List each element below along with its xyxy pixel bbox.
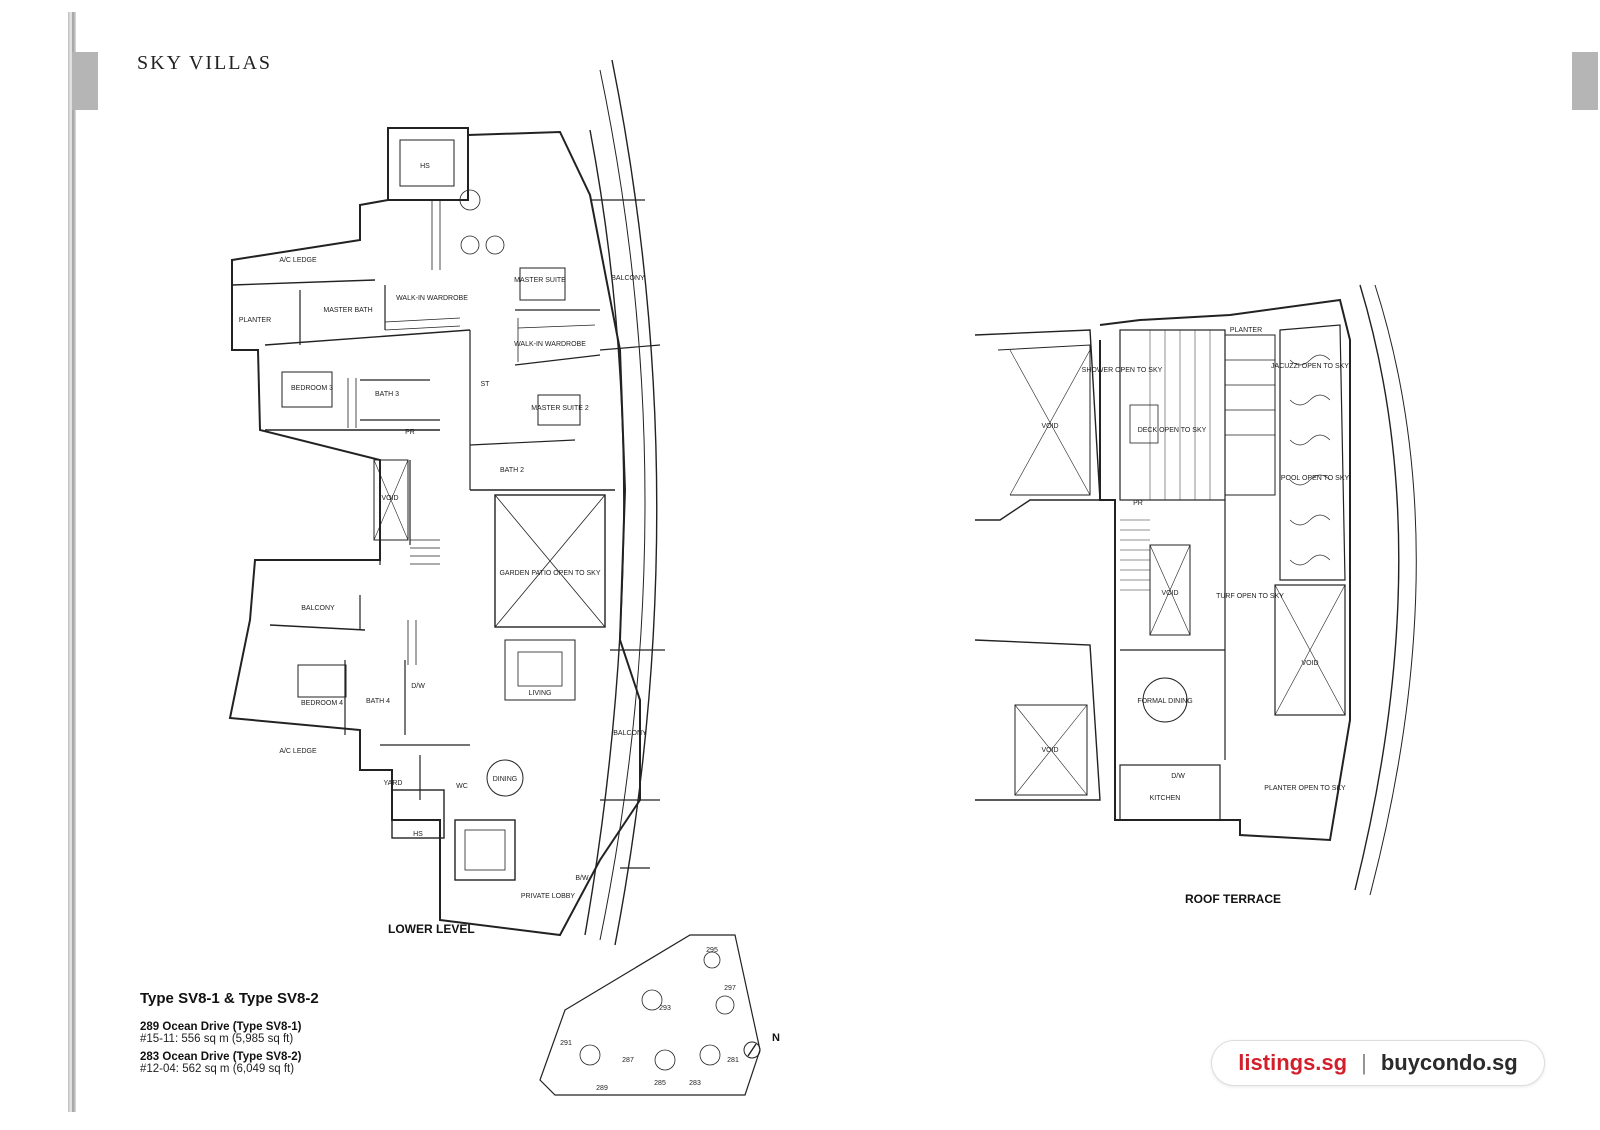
caption-roof-terrace: ROOF TERRACE <box>1185 892 1281 906</box>
label-hs: HS <box>420 163 430 170</box>
label-bedroom-4: BEDROOM 4 <box>301 700 343 707</box>
watermark-separator: | <box>1361 1050 1367 1075</box>
label-bath-3: BATH 3 <box>375 391 399 398</box>
watermark-site-b[interactable]: buycondo.sg <box>1380 1050 1518 1075</box>
label-st: ST <box>481 381 491 388</box>
label-ac-ledge-2: A/C LEDGE <box>279 748 317 755</box>
block-297: 297 <box>724 985 736 992</box>
label-private-lobby: PRIVATE LOBBY <box>521 893 576 900</box>
label-void: VOID <box>381 495 398 502</box>
section-title: SKY VILLAS <box>137 52 273 74</box>
label-master-suite: MASTER SUITE <box>514 277 566 284</box>
page-tab-right <box>1572 52 1598 110</box>
label-balcony: BALCONY <box>611 275 645 282</box>
label-void-roof-3: VOID <box>1301 660 1318 667</box>
north-arrow-label: N <box>772 1032 780 1044</box>
label-bedroom-3: BEDROOM 3 <box>291 385 333 392</box>
label-balcony-3: BALCONY <box>613 730 647 737</box>
block-289: 289 <box>596 1085 608 1092</box>
unit-address: 283 Ocean Drive (Type SV8-2) <box>140 1051 302 1063</box>
unit-detail: #12-04: 562 sq m (6,049 sq ft) <box>140 1063 295 1075</box>
label-walk-in-wardrobe-2: WALK-IN WARDROBE <box>514 341 586 348</box>
label-yard: YARD <box>384 780 403 787</box>
label-formal-dining: FORMAL DINING <box>1137 698 1192 705</box>
label-wc: WC <box>456 783 468 790</box>
label-pr: PR <box>405 429 415 436</box>
block-285: 285 <box>654 1080 666 1087</box>
caption-lower-level: LOWER LEVEL <box>388 922 475 936</box>
label-void-roof-2: VOID <box>1161 590 1178 597</box>
label-deck: DECK OPEN TO SKY <box>1138 427 1207 434</box>
label-void-roof-4: VOID <box>1041 747 1058 754</box>
room-labels: HS A/C LEDGE MASTER BATH WALK-IN WARDROB… <box>239 163 647 900</box>
block-291: 291 <box>560 1040 572 1047</box>
site-plan-labels: 295 293 297 291 287 285 283 281 289 N <box>560 947 780 1092</box>
label-garden-patio: GARDEN PATIO OPEN TO SKY <box>499 570 600 577</box>
label-walk-in-wardrobe: WALK-IN WARDROBE <box>396 295 468 302</box>
watermark-site-a[interactable]: listings.sg <box>1238 1050 1348 1075</box>
label-bw: B/W <box>575 875 589 882</box>
unit-address: 289 Ocean Drive (Type SV8-1) <box>140 1021 302 1033</box>
label-pool: POOL OPEN TO SKY <box>1281 475 1350 482</box>
label-turf: TURF OPEN TO SKY <box>1216 593 1284 600</box>
label-master-suite-2: MASTER SUITE 2 <box>531 405 589 412</box>
label-dining: DINING <box>493 776 518 783</box>
roof-labels: SHOWER OPEN TO SKY DECK OPEN TO SKY PLAN… <box>1041 327 1349 802</box>
label-bath-2: BATH 2 <box>500 467 524 474</box>
site-plan <box>539 934 761 1096</box>
label-shower: SHOWER OPEN TO SKY <box>1082 367 1163 374</box>
label-planter-sky: PLANTER OPEN TO SKY <box>1264 785 1346 792</box>
page-binding <box>68 12 76 1112</box>
label-dw: D/W <box>411 683 425 690</box>
label-jacuzzi: JACUZZI OPEN TO SKY <box>1271 363 1349 370</box>
block-281: 281 <box>727 1057 739 1064</box>
label-planter: PLANTER <box>239 317 271 324</box>
label-planter-roof: PLANTER <box>1230 327 1262 334</box>
label-hs-2: HS <box>413 831 423 838</box>
label-master-bath: MASTER BATH <box>323 307 372 314</box>
label-kitchen: KITCHEN <box>1150 795 1181 802</box>
roof-terrace-plan <box>974 284 1417 896</box>
label-void-roof-1: VOID <box>1041 423 1058 430</box>
block-287: 287 <box>622 1057 634 1064</box>
block-293: 293 <box>659 1005 671 1012</box>
label-pr-roof: PR <box>1133 500 1143 507</box>
block-283: 283 <box>689 1080 701 1087</box>
watermark-badge[interactable]: listings.sg | buycondo.sg <box>1212 1041 1544 1085</box>
label-ac-ledge: A/C LEDGE <box>279 257 317 264</box>
unit-detail: #15-11: 556 sq m (5,985 sq ft) <box>140 1033 294 1045</box>
type-title: Type SV8-1 & Type SV8-2 <box>140 990 319 1007</box>
page-tab-left <box>72 52 98 110</box>
label-balcony-2: BALCONY <box>301 605 335 612</box>
label-living: LIVING <box>529 690 552 697</box>
unit-info: Type SV8-1 & Type SV8-2 289 Ocean Drive … <box>140 990 319 1075</box>
label-dw-roof: D/W <box>1171 773 1185 780</box>
label-bath-4: BATH 4 <box>366 698 390 705</box>
lower-level-plan <box>228 59 665 946</box>
block-295: 295 <box>706 947 718 954</box>
